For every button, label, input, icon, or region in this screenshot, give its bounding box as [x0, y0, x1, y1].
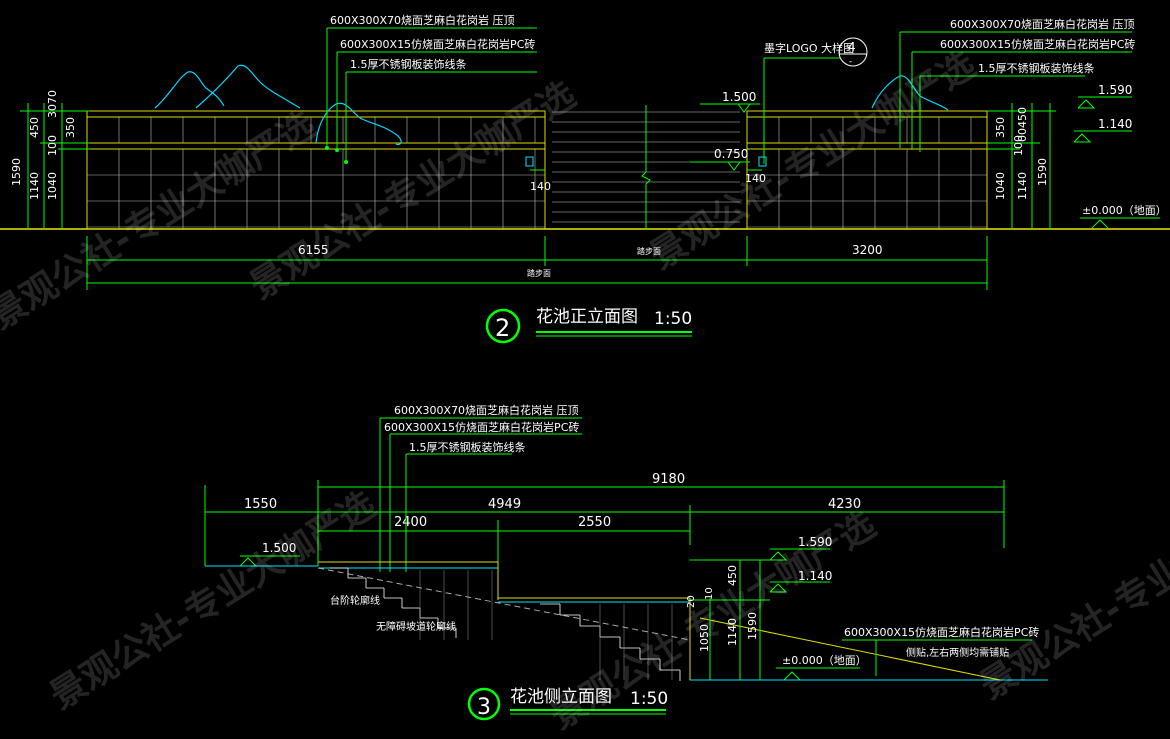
front-level-1500: 1.500 — [722, 90, 756, 104]
front-title-number-circle — [485, 308, 521, 344]
side-level-1590: 1.590 — [798, 535, 832, 549]
front-left-callout-3: 1.5厚不锈钢板装饰线条 — [350, 57, 467, 71]
front-right-dim-350: 350 — [994, 117, 1007, 138]
front-title-number: 2 — [495, 314, 510, 342]
front-dim-6155: 6155 — [298, 243, 329, 257]
side-wall-tiles — [419, 570, 673, 680]
front-left-vertical-dims — [20, 103, 90, 229]
front-level-1140: 1.140 — [1098, 117, 1132, 131]
side-level-ground: ±0.000（地面） — [782, 654, 867, 667]
side-vdim-1140: 1140 — [726, 618, 739, 646]
side-callout-3: 1.5厚不锈钢板装饰线条 — [409, 440, 526, 454]
side-callout-2: 600X300X15仿烧面芝麻白花岗岩PC砖 — [384, 420, 579, 434]
side-level-1500: 1.500 — [262, 541, 296, 555]
front-left-wall-tiles — [87, 117, 545, 229]
side-right-callout-note: 侧贴,左右两侧均需铺贴 — [906, 646, 1009, 659]
side-vdim-1590: 1590 — [746, 612, 759, 640]
side-vdim-450: 450 — [726, 565, 739, 586]
front-logo-sub: - — [849, 57, 852, 67]
front-left-dim-350: 350 — [64, 117, 77, 138]
front-right-dim-1140: 1140 — [1016, 172, 1029, 200]
front-left-callout-leaders — [325, 27, 537, 164]
front-dim-3200: 3200 — [852, 243, 883, 257]
side-title-main: 花池侧立面图 — [510, 687, 612, 707]
side-dim-4230: 4230 — [828, 497, 861, 512]
front-right-callout-leaders — [763, 31, 1132, 164]
front-small-dim-right: 140 — [745, 172, 766, 185]
side-vdim-20: 20 — [686, 595, 697, 608]
front-right-logo-mark — [758, 156, 767, 167]
side-title-scale: 1:50 — [630, 689, 668, 709]
side-dim-2550: 2550 — [578, 515, 611, 530]
front-title-scale: 1:50 — [654, 309, 692, 329]
side-title-number: 3 — [477, 695, 491, 720]
front-level-ground: ±0.000（地面） — [1082, 204, 1167, 217]
side-ramp-label: 无障碍坡道轮廓线 — [376, 620, 456, 633]
side-step-label: 台阶轮廓线 — [330, 594, 380, 607]
front-left-dim-100: 100 — [46, 135, 59, 156]
side-title-number-circle — [467, 687, 501, 721]
front-level-1590: 1.590 — [1098, 83, 1132, 97]
side-right-callout: 600X300X15仿烧面芝麻白花岗岩PC砖 — [844, 625, 1039, 639]
side-right-callout-leader — [842, 639, 1032, 676]
front-right-callout-3: 1.5厚不锈钢板装饰线条 — [978, 61, 1095, 75]
front-right-dim-1040: 1040 — [994, 172, 1007, 200]
front-dim-mid-label: 踏步面 — [637, 246, 661, 256]
front-rockery — [154, 64, 949, 146]
front-level-0750: 0.750 — [714, 147, 748, 161]
side-dim-4949: 4949 — [488, 497, 521, 512]
front-small-dim-left: 140 — [530, 180, 551, 193]
front-level-marks — [690, 96, 1160, 229]
front-right-dim-100: 100 — [1012, 135, 1025, 156]
side-callout-1: 600X300X70烧面芝麻白花岗岩 压顶 — [394, 403, 579, 417]
front-horizontal-dims — [86, 236, 988, 290]
side-dim-total: 9180 — [652, 472, 685, 487]
front-left-dim-450: 450 — [28, 117, 41, 138]
front-logo-detail-circle — [838, 37, 868, 67]
front-left-callout-2: 600X300X15仿烧面芝麻白花岗岩PC砖 — [340, 37, 535, 51]
front-left-logo-mark — [525, 156, 534, 167]
front-left-dim-1590: 1590 — [10, 158, 23, 186]
front-left-callout-1: 600X300X70烧面芝麻白花岗岩 压顶 — [330, 13, 515, 27]
side-elevation: 9180 1550 4949 4230 2400 2550 600X300X70… — [204, 403, 1048, 721]
front-right-dim-1590: 1590 — [1036, 158, 1049, 186]
front-right-callout-1: 600X300X70烧面芝麻白花岗岩 压顶 — [950, 17, 1135, 31]
side-level-1140: 1.140 — [798, 569, 832, 583]
front-left-dim-1040: 1040 — [46, 172, 59, 200]
front-logo-label: 墨字LOGO 大样图 — [764, 41, 854, 55]
side-level-marks — [239, 548, 860, 681]
side-callout-leaders — [379, 417, 582, 572]
front-right-wall-tiles — [747, 117, 987, 229]
front-right-dim-00450: 00450 — [1016, 107, 1029, 142]
side-vertical-dims — [690, 559, 770, 680]
side-structure — [205, 561, 1048, 681]
front-logo-number: 4 — [848, 40, 856, 54]
front-left-dim-3070: 3070 — [46, 90, 59, 118]
front-elevation: 600X300X70烧面芝麻白花岗岩 压顶 600X300X15仿烧面芝麻白花岗… — [0, 13, 1170, 344]
front-right-callout-2: 600X300X15仿烧面芝麻白花岗岩PC砖 — [940, 37, 1135, 51]
side-vdim-1050: 1050 — [698, 624, 711, 652]
side-dim-1550: 1550 — [244, 497, 277, 512]
side-vdim-10: 10 — [704, 587, 715, 600]
front-left-dim-1140: 1140 — [28, 172, 41, 200]
front-right-vertical-dims — [987, 103, 1056, 229]
side-dim-2400: 2400 — [394, 515, 427, 530]
front-dim-total-label: 踏步面 — [527, 268, 551, 278]
front-title-main: 花池正立面图 — [536, 307, 638, 327]
front-break-mark — [641, 105, 651, 230]
